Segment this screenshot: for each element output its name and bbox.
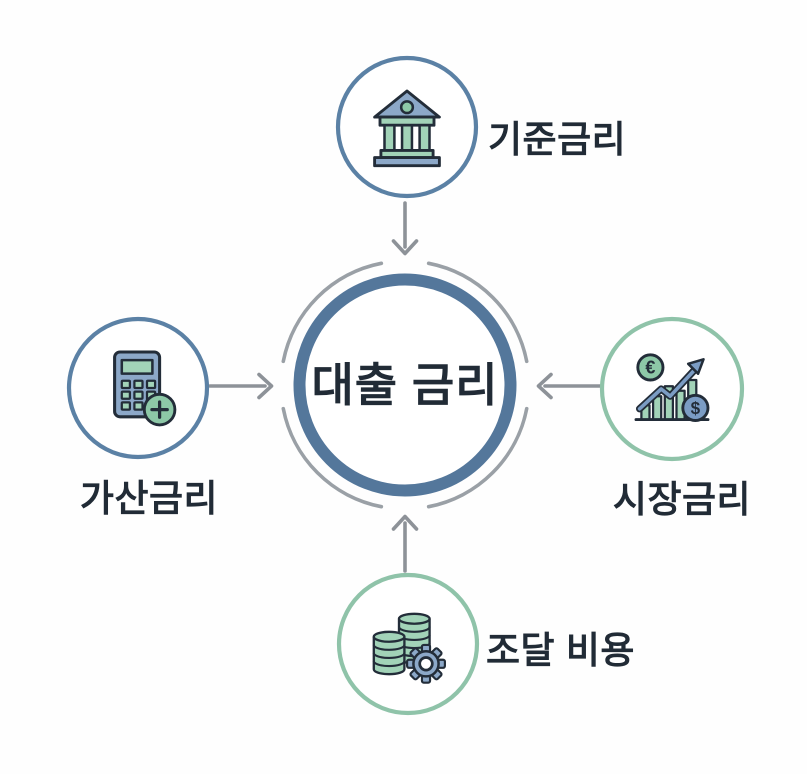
node-label-funding-cost: 조달 비용 [486, 630, 635, 671]
gear-icon [406, 643, 446, 684]
euro-coin-icon: € [636, 353, 665, 382]
center-outer-arcs [281, 261, 529, 509]
node-label-added-rate: 가산금리 [79, 478, 219, 519]
node-label-market-rate: 시장금리 [612, 479, 752, 520]
coin-stack-front [372, 630, 406, 676]
calculator-plus-icon [113, 350, 177, 427]
plus-icon [142, 392, 177, 427]
svg-text:€: € [645, 358, 655, 378]
arrow-right-left [536, 372, 602, 400]
center-label: 대출 금리 [311, 359, 499, 411]
market-chart-icon: € $ [634, 353, 710, 422]
svg-text:$: $ [691, 399, 701, 418]
arrow-left-right [208, 372, 274, 400]
arrows [208, 201, 602, 573]
dollar-coin-icon: $ [681, 393, 710, 422]
center-circle [293, 273, 517, 497]
coins-gear-icon [372, 612, 446, 684]
arrow-bottom-up [391, 514, 419, 573]
arrow-top-down [391, 201, 419, 256]
bank-icon [373, 89, 441, 168]
node-label-base-rate: 기준금리 [488, 119, 627, 160]
